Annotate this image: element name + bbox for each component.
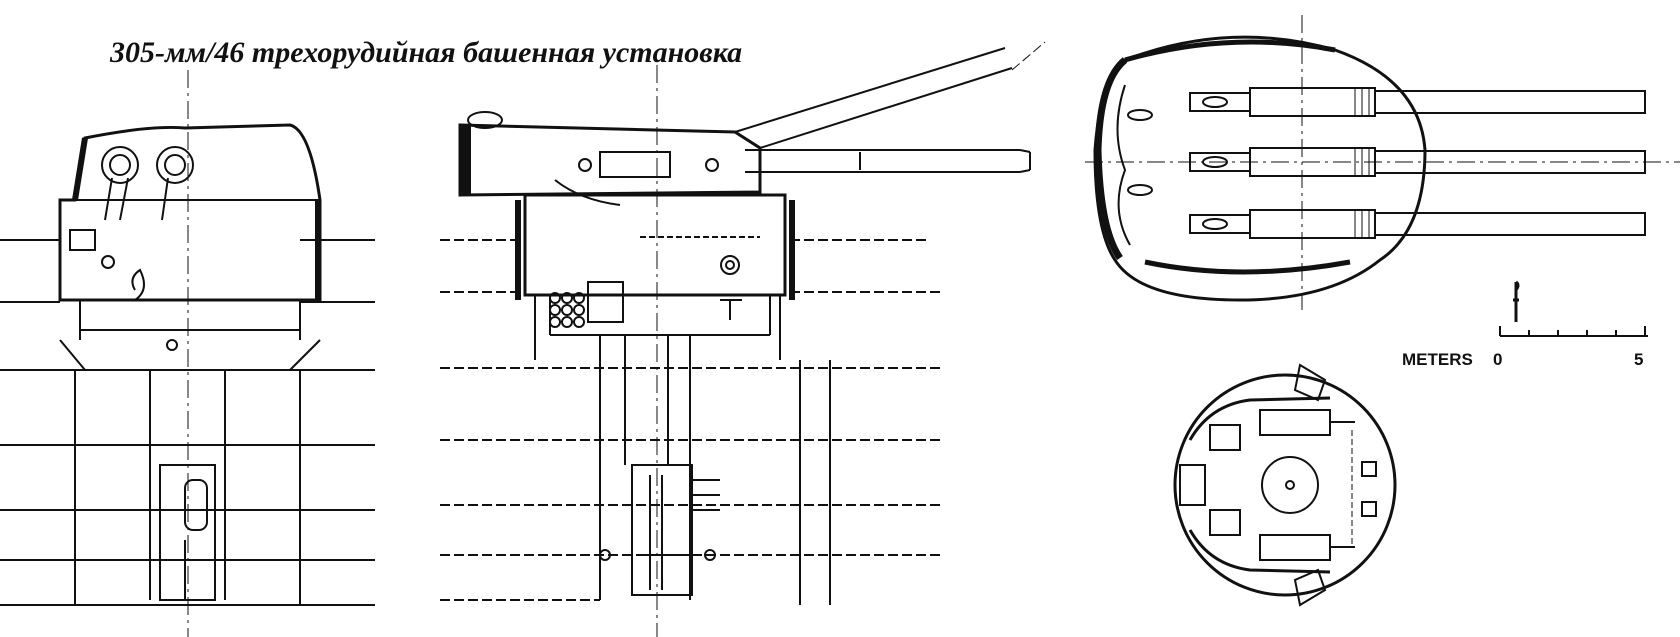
horizontal-section-view [1173,363,1397,607]
plan-view [1085,15,1680,310]
drawing-title: 305-мм/46 трехорудийная башенная установ… [110,36,743,69]
scale-start-value: 0 [1493,350,1503,369]
scale-end-value: 5 [1634,350,1644,369]
front-view [0,70,375,637]
scale-bar [1499,280,1648,337]
scale-label: METERS [1402,350,1473,369]
shell-stack [549,292,585,328]
side-view [440,41,1046,637]
